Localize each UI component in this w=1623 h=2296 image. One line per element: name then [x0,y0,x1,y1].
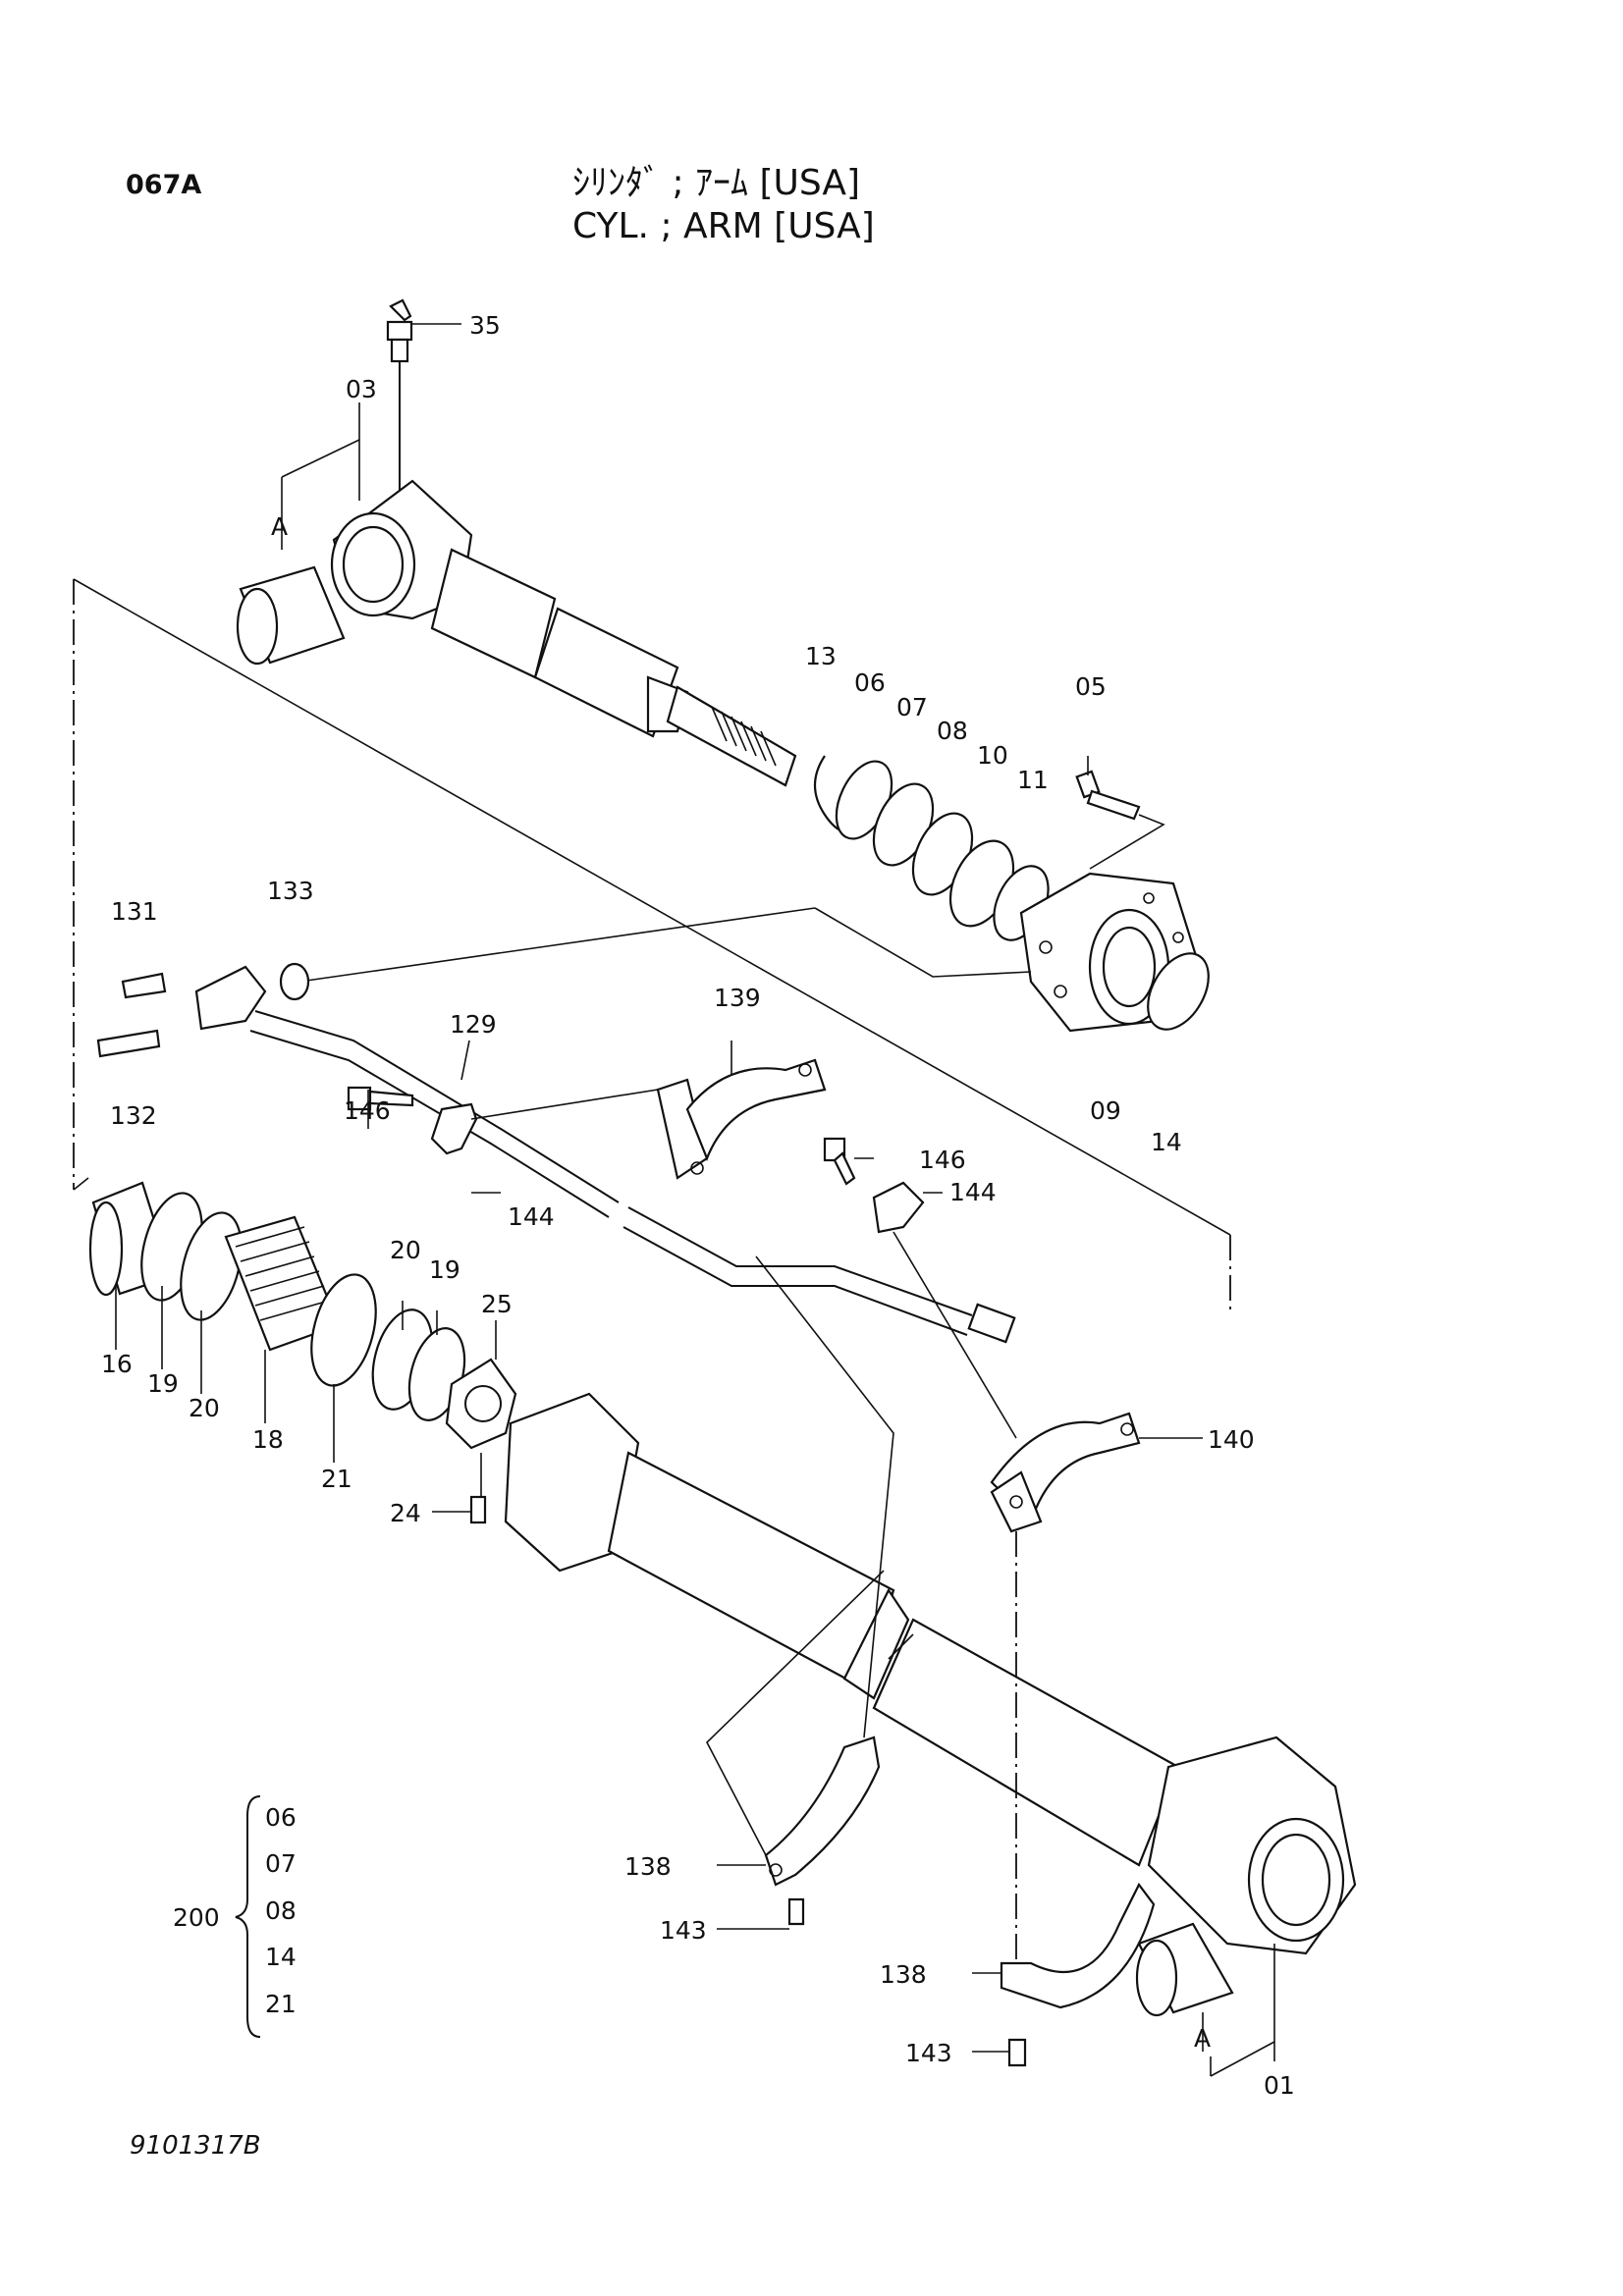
kit-item: 08 [265,1896,297,1925]
callout-143-upper: 143 [660,1916,707,1945]
kit-item: 14 [265,1943,297,1971]
callout-144-right: 144 [949,1178,997,1206]
callout-146-left: 146 [344,1096,391,1125]
callout-19-right: 19 [429,1255,460,1284]
callout-35: 35 [469,311,501,340]
cylinder-tube [504,1392,1357,2017]
callout-132: 132 [110,1101,157,1130]
callout-06: 06 [854,668,886,697]
callout-a-bottom: A [1194,2024,1211,2053]
callout-18: 18 [252,1425,284,1454]
callout-143-lower: 143 [905,2039,952,2067]
callout-140: 140 [1208,1425,1255,1454]
callout-133: 133 [267,877,314,905]
callout-20-right: 20 [390,1236,421,1264]
callout-14: 14 [1151,1128,1182,1156]
title-japanese: ｼﾘﾝﾀﾞ ; ｱｰﾑ [USA] [572,163,861,203]
callout-146-right: 146 [919,1146,966,1174]
rod-seals [814,755,1050,941]
clamp-139 [656,1041,827,1180]
callout-a-top: A [271,512,288,541]
callout-20-left: 20 [189,1394,220,1422]
exploded-view-outline [73,578,1231,1236]
o-ring-133 [279,962,310,1001]
lead-lines-left [115,1286,497,1513]
kit-item: 07 [265,1849,297,1878]
kit-number: 200 [173,1903,220,1932]
piston-rod [236,298,797,787]
title-english: CYL. ; ARM [USA] [572,206,875,246]
cylinder-head [1019,756,1210,1033]
callout-131: 131 [111,897,158,926]
callout-05: 05 [1075,672,1107,701]
page-number: 067A [126,170,202,200]
callout-21: 21 [321,1465,352,1493]
callout-01: 01 [1264,2071,1295,2100]
callout-24: 24 [390,1499,421,1527]
lead-head [814,907,1032,978]
callout-08: 08 [937,717,968,745]
clamp-144-left [347,1086,659,1194]
clamp-140 [990,1412,1203,1968]
kit-item: 21 [265,1990,297,2018]
clamp-144-right [823,1137,1017,1439]
lead-lines-top [281,323,461,550]
document-code: 9101317B [130,2131,261,2161]
callout-138-upper: 138 [624,1852,672,1881]
callout-11: 11 [1017,766,1049,794]
callout-25: 25 [481,1290,513,1318]
pipe-assembly [96,962,1016,1344]
callout-labels: 35 03 A 13 06 07 08 10 11 05 131 133 132… [101,311,1295,2100]
callout-19-left: 19 [147,1369,179,1398]
clamp-138-lower [972,1882,1156,2067]
callout-129: 129 [450,1010,497,1039]
piston-parts [88,1181,517,1524]
callout-13: 13 [805,642,837,670]
kit-brace [235,1795,261,2038]
callout-144-left: 144 [508,1202,555,1231]
callout-03: 03 [346,375,377,403]
callout-07: 07 [896,693,928,721]
callout-16: 16 [101,1350,133,1378]
kit-item: 06 [265,1803,297,1832]
callout-10: 10 [977,741,1008,770]
callout-139: 139 [714,984,761,1012]
lead-133 [298,907,816,983]
lead-lines-bottom [1202,1235,1275,2077]
clamp-138-upper [706,1255,894,1930]
callout-09: 09 [1090,1096,1121,1125]
callout-138-lower: 138 [880,1960,927,1989]
kit-list: 200 06 07 08 14 21 [173,1803,297,2018]
